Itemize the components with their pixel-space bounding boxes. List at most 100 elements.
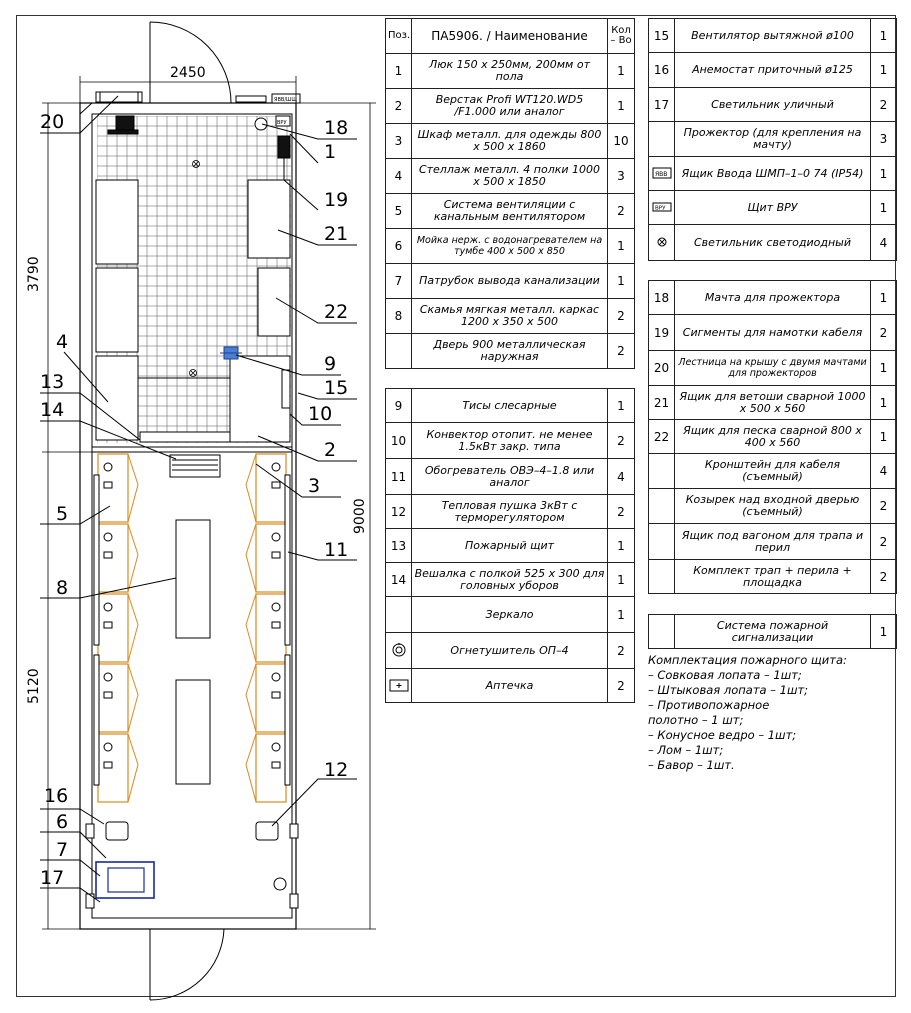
locker — [255, 733, 287, 803]
row-name: Обогреватель ОВЭ–4–1.8 или аналог — [411, 458, 608, 495]
locker-door — [245, 733, 257, 803]
row-pos: 13 — [385, 528, 412, 563]
locker-shelf — [103, 761, 113, 769]
row-qty: 2 — [607, 632, 635, 669]
row-name: Люк 150 х 250мм, 200мм от пола — [411, 53, 608, 89]
locker — [97, 593, 129, 663]
locker-shelf — [103, 691, 113, 699]
row-name: Тепловая пушка 3кВт с терморегулятором — [411, 494, 608, 529]
locker — [255, 523, 287, 593]
row-qty: 2 — [607, 298, 635, 334]
row-name: Светильник светодиодный — [674, 224, 871, 261]
locker-door — [245, 523, 257, 593]
locker — [255, 593, 287, 663]
row-pos: 22 — [648, 419, 675, 454]
row-name: Светильник уличный — [674, 87, 871, 122]
table-row: Кронштейн для кабеля (съемный)4 — [648, 453, 897, 489]
row-pos — [648, 559, 675, 594]
row-qty: 1 — [607, 53, 635, 89]
floor-plan: ВРУ ЯВВ/ШЩ — [26, 21, 376, 1001]
callout-13: 13 — [40, 371, 64, 393]
row-qty: 1 — [607, 388, 635, 423]
row-pos: 9 — [385, 388, 412, 423]
row-pos: 17 — [648, 87, 675, 122]
row-qty: 2 — [607, 422, 635, 459]
row-qty: 1 — [870, 350, 897, 386]
row-name: Зеркало — [411, 596, 608, 633]
locker-shelf — [103, 621, 113, 629]
note-line: – Конусное ведро – 1шт; — [648, 728, 797, 742]
table5-qty: 1 — [870, 614, 897, 649]
row-name: Скамья мягкая металл. каркас 1200 х 350 … — [411, 298, 608, 334]
row-pos: 12 — [385, 494, 412, 529]
heaters — [93, 474, 291, 786]
row-pos: 4 — [385, 158, 412, 194]
row-qty: 1 — [870, 52, 897, 88]
row-pos: 14 — [385, 562, 412, 597]
locker — [255, 663, 287, 733]
row-name: Тисы слесарные — [411, 388, 608, 423]
locker-door — [245, 663, 257, 733]
locker-door — [127, 663, 139, 733]
sand-box — [257, 267, 291, 337]
row-pos — [648, 224, 675, 261]
row-name: Конвектор отопит. не менее 1.5кВт закр. … — [411, 422, 608, 459]
row-pos: 1 — [385, 53, 412, 89]
row-pos — [385, 632, 412, 669]
row-qty: 1 — [870, 18, 897, 53]
dimension-lines — [42, 76, 376, 930]
row-name: Шкаф металл. для одежды 800 х 500 х 1860 — [411, 123, 608, 159]
row-pos: 18 — [648, 280, 675, 315]
locker-door — [245, 453, 257, 523]
row-name: Вешалка с полкой 525 х 300 для головных … — [411, 562, 608, 597]
locker-shelf — [271, 761, 281, 769]
input-box-icon: ЯВВ — [652, 167, 672, 178]
dim-total: 9000 — [352, 498, 368, 534]
note-line: – Штыковая лопата – 1шт; — [648, 683, 809, 697]
row-pos — [385, 668, 412, 703]
locker-door — [127, 523, 139, 593]
row-qty: 2 — [870, 523, 897, 560]
callout-14: 14 — [40, 399, 64, 421]
row-qty: 2 — [870, 87, 897, 122]
callout-1: 1 — [324, 141, 336, 163]
row-name: Аптечка — [411, 668, 608, 703]
row-pos — [648, 488, 675, 524]
callout-10: 10 — [308, 403, 332, 425]
row-name: Комплект трап + перила + площадка — [674, 559, 871, 594]
vise — [220, 346, 242, 360]
callout-11: 11 — [324, 539, 348, 561]
row-pos: 6 — [385, 228, 412, 264]
row-pos: 3 — [385, 123, 412, 159]
callout-9: 9 — [324, 353, 336, 375]
locker-hook — [103, 602, 113, 612]
row-qty: 1 — [607, 88, 635, 124]
container-walls — [79, 102, 297, 930]
row-pos: 2 — [385, 88, 412, 124]
locker — [255, 453, 287, 523]
locker-shelf — [103, 481, 113, 489]
callout-12: 12 — [324, 759, 348, 781]
row-name: Кронштейн для кабеля (съемный) — [674, 453, 871, 489]
row-pos: 20 — [648, 350, 675, 386]
row-name: Патрубок вывода канализации — [411, 263, 608, 299]
workbench — [229, 355, 291, 443]
row-qty: 10 — [607, 123, 635, 159]
dim-height-left: 3790 — [26, 256, 42, 292]
locker-hook — [271, 672, 281, 682]
row-name: Ящик для ветоши сварной 1000 х 500 х 560 — [674, 385, 871, 420]
